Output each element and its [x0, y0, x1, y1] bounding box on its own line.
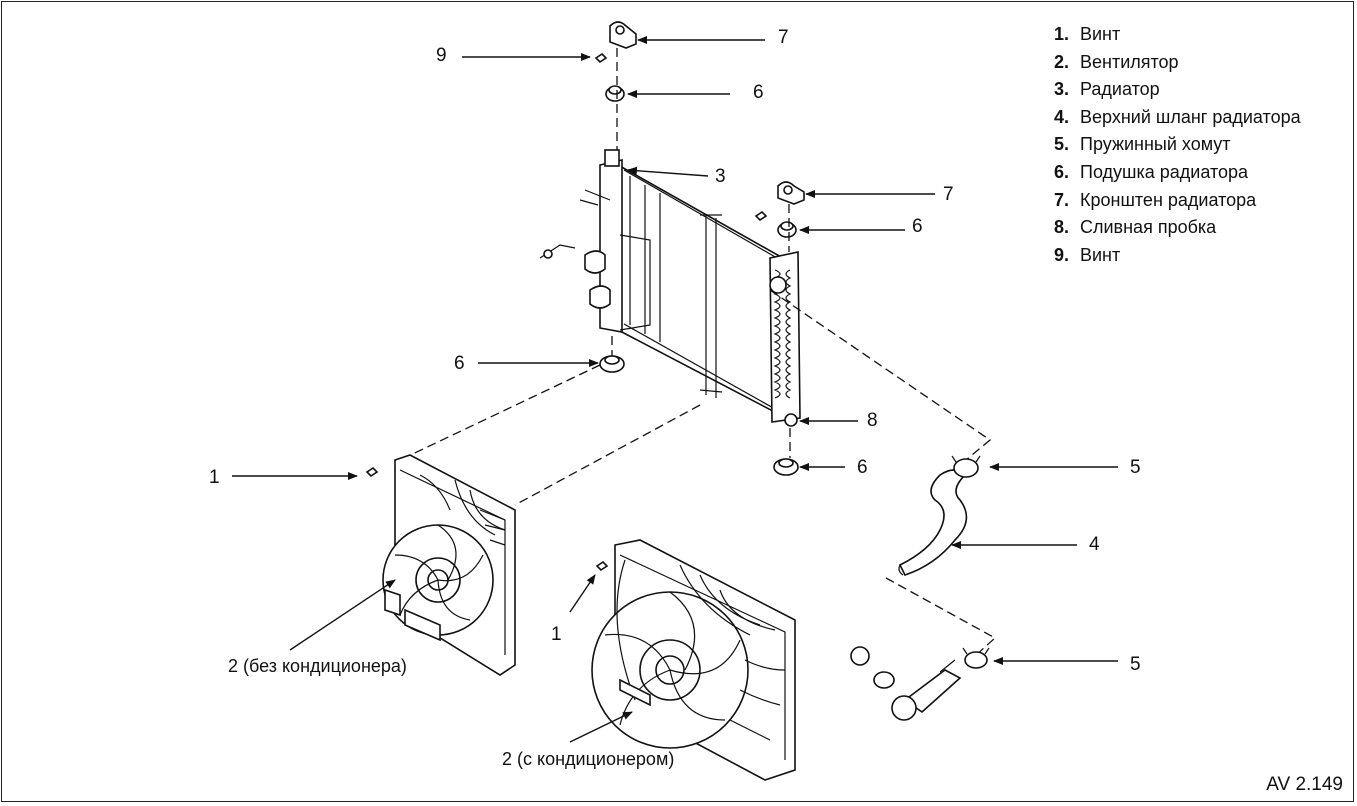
legend-item: 3. Радиатор [1054, 79, 1301, 107]
legend-text: Винт [1080, 24, 1121, 44]
leader-arrows [232, 36, 1118, 743]
legend-number: 7. [1054, 189, 1070, 210]
caption-fan-ac: 2 (с кондиционером) [502, 749, 674, 769]
legend-text: Сливная пробка [1080, 217, 1217, 238]
legend-text: Кронштен радиатора [1080, 189, 1257, 210]
legend-text: Винт [1080, 244, 1121, 265]
legend-text: Подушка радиатора [1080, 161, 1249, 182]
legend-number: 9. [1054, 244, 1070, 265]
legend-number: 5. [1054, 134, 1070, 155]
right-cushion [777, 221, 797, 238]
fan-with-ac [591, 539, 796, 781]
callout-3: 3 [715, 166, 726, 187]
caption-fan-no-ac: 2 (без кондиционера) [228, 656, 407, 676]
radiator [539, 149, 801, 427]
upper-clamp [951, 455, 981, 478]
parts-legend: 1. Винт 2. Вентилятор 3. Радиатор 4. Верхний шл… [1054, 24, 1301, 272]
upper-hose [898, 469, 968, 576]
lower-right-cushion [773, 458, 799, 476]
right-bracket [754, 181, 805, 222]
top-screw [594, 52, 608, 64]
legend-text: Пружинный хомут [1080, 134, 1231, 155]
figure-code: AV 2.149 [1266, 774, 1343, 795]
legend-number: 4. [1054, 106, 1070, 127]
legend-item: 8. Сливная пробка [1054, 217, 1301, 245]
legend-number: 2. [1054, 51, 1070, 72]
legend-number: 6. [1054, 161, 1070, 182]
callout-8: 8 [867, 410, 878, 431]
callout-1-left: 1 [209, 467, 220, 488]
legend-number: 8. [1054, 217, 1070, 238]
legend-item: 5. Пружинный хомут [1054, 134, 1301, 162]
assembly-lines [399, 48, 997, 657]
lower-clamp [962, 647, 990, 669]
legend-number: 3. [1054, 79, 1070, 100]
legend-item: 6. Подушка радиатора [1054, 162, 1301, 190]
callout-7-right: 7 [943, 184, 954, 205]
fan-without-ac [365, 454, 516, 676]
thermostat-housing [850, 646, 962, 721]
legend-item: 4. Верхний шланг радиатора [1054, 107, 1301, 135]
lower-left-cushion [599, 355, 625, 373]
callout-6-right: 6 [912, 216, 923, 237]
callout-5-bottom: 5 [1130, 654, 1141, 675]
callout-5-top: 5 [1130, 457, 1141, 478]
legend-number: 1. [1054, 24, 1070, 44]
callout-7-top: 7 [778, 27, 789, 48]
legend-text: Радиатор [1080, 79, 1160, 100]
top-cushion [605, 85, 625, 102]
legend-item: 1. Винт [1054, 24, 1301, 52]
callout-6-left: 6 [454, 353, 465, 374]
callout-1-mid: 1 [551, 624, 562, 645]
legend-item: 9. Винт [1054, 245, 1301, 273]
legend-item: 2. Вентилятор [1054, 52, 1301, 80]
legend-item: 7. Кронштен радиатора [1054, 190, 1301, 218]
legend-text: Верхний шланг радиатора [1080, 106, 1301, 127]
callout-9: 9 [436, 45, 447, 66]
top-bracket [609, 21, 637, 49]
callout-4: 4 [1089, 534, 1100, 555]
callout-6-bottom: 6 [857, 457, 868, 478]
callout-6-top: 6 [753, 82, 764, 103]
legend-text: Вентилятор [1080, 51, 1179, 72]
